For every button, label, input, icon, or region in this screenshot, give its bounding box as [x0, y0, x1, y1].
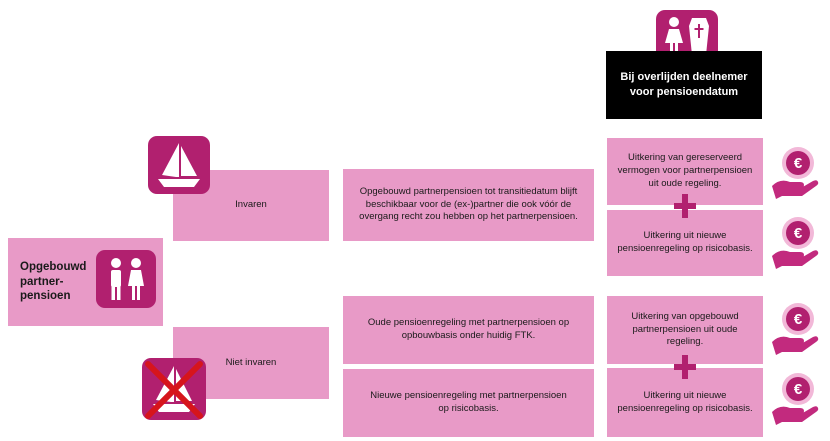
euro-coin-hand-icon: € [772, 373, 819, 425]
header-title-text: Bij overlijden deelnemer voor pensioenda… [620, 71, 748, 98]
niet-invaren-result-1: Uitkering van opgebouwd partnerpensioen … [607, 296, 763, 364]
invaren-result-2-text: Uitkering uit nieuwe pensioenregeling op… [617, 230, 753, 254]
source-label: Opgebouwd partner- pensioen [20, 261, 87, 303]
niet-invaren-result-2-text: Uitkering uit nieuwe pensioenregeling op… [617, 389, 753, 414]
svg-text:€: € [794, 225, 803, 242]
niet-invaren-description-1-text: Oude pensioenregeling met partnerpensioe… [367, 317, 570, 341]
couple-icon [96, 250, 156, 308]
niet-invaren-result-1-text: Uitkering van opgebouwd partnerpensioen … [631, 310, 739, 348]
invaren-description: Opgebouwd partnerpensioen tot transitied… [359, 185, 578, 223]
niet-invaren-result-2: Uitkering uit nieuwe pensioenregeling op… [607, 368, 763, 437]
svg-text:€: € [794, 155, 803, 172]
niet-invaren-description-2-text: Nieuwe pensioenregeling met partnerpensi… [370, 390, 567, 414]
euro-coin-hand-icon: € [772, 217, 819, 269]
sailboat-icon [148, 136, 210, 194]
invaren-label: Invaren [235, 199, 267, 211]
invaren-result-1: Uitkering van gereserveerd vermogen voor… [607, 138, 763, 205]
invaren-result-2: Uitkering uit nieuwe pensioenregeling op… [607, 210, 763, 276]
plus-icon [674, 355, 696, 379]
niet-invaren-description-1: Oude pensioenregeling met partnerpensioe… [343, 296, 594, 364]
svg-text:€: € [794, 381, 803, 398]
invaren-result-1-text: Uitkering van gereserveerd vermogen voor… [617, 152, 753, 189]
euro-coin-hand-icon: € [772, 147, 819, 199]
header-title: Bij overlijden deelnemer voor pensioenda… [606, 51, 762, 119]
niet-invaren-description-2: Nieuwe pensioenregeling met partnerpensi… [343, 369, 594, 437]
niet-invaren-label: Niet invaren [225, 356, 277, 368]
svg-text:€: € [794, 311, 803, 328]
euro-coin-hand-icon: € [772, 303, 819, 355]
invaren-description-box: Opgebouwd partnerpensioen tot transitied… [343, 169, 594, 241]
crossed-sailboat-icon [142, 358, 206, 420]
plus-icon [674, 194, 696, 218]
